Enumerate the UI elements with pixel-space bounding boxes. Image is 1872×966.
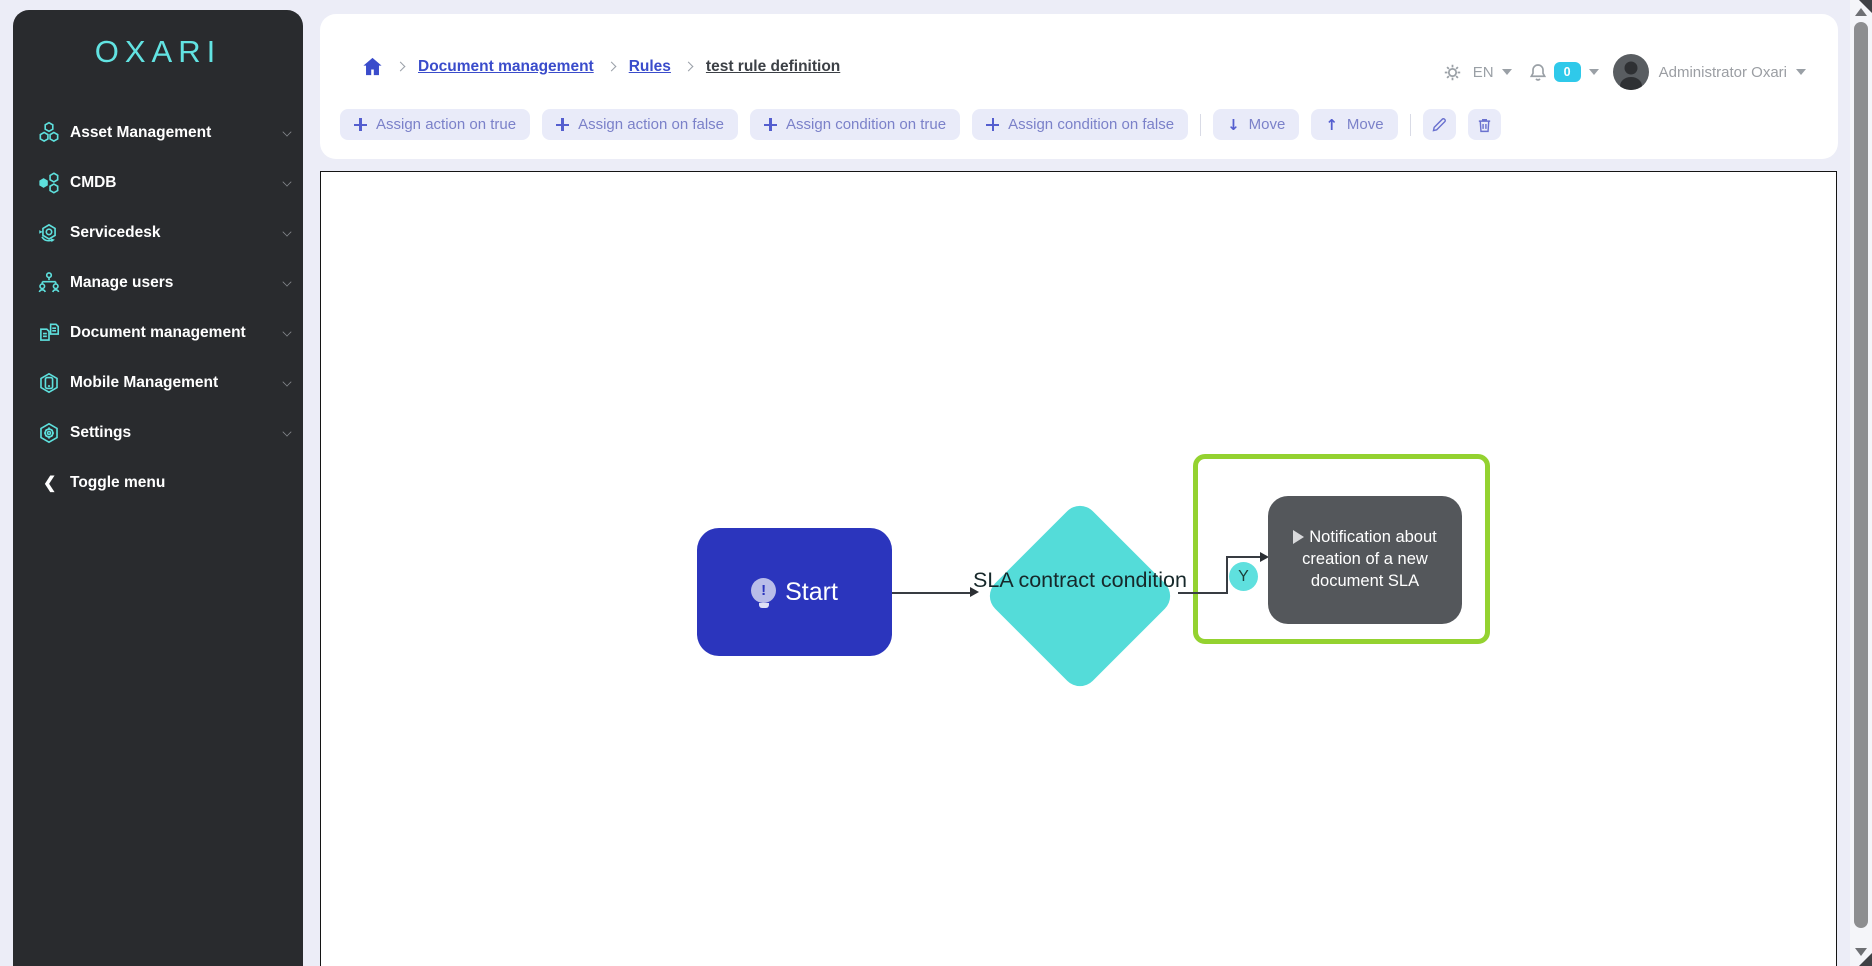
connector-condition-to-action	[1226, 556, 1262, 558]
chevron-down-icon	[282, 326, 292, 337]
action-node-label: Notification about creation of a new doc…	[1302, 528, 1437, 590]
topbar: Document management Rules test rule defi…	[320, 14, 1838, 159]
breadcrumb-separator-icon	[395, 61, 406, 72]
connector-start-to-condition	[892, 592, 971, 594]
user-name[interactable]: Administrator Oxari	[1658, 63, 1787, 81]
sidebar-item-label: CMDB	[70, 174, 117, 191]
cmdb-icon	[35, 169, 63, 197]
sidebar-item-cmdb[interactable]: CMDB	[13, 158, 303, 208]
userbar: EN 0 Administrator Oxari	[1442, 52, 1806, 92]
action-node-selected[interactable]: Notification about creation of a new doc…	[1268, 496, 1462, 624]
branch-true-label[interactable]: Y	[1229, 562, 1258, 591]
scroll-down-icon[interactable]	[1855, 948, 1867, 956]
condition-node[interactable]	[982, 498, 1178, 694]
rule-toolbar: Assign action on true Assign action on f…	[340, 109, 1501, 140]
assign-condition-on-true-button[interactable]: Assign condition on true	[750, 109, 961, 140]
assign-condition-on-false-button[interactable]: Assign condition on false	[972, 109, 1189, 140]
connector-condition-to-action	[1226, 557, 1228, 594]
caret-down-icon[interactable]	[1588, 69, 1599, 75]
button-label: Assign condition on true	[786, 116, 947, 133]
arrow-up-icon: ↑	[1325, 115, 1338, 134]
bulb-icon: !	[751, 577, 777, 608]
window-corner	[1859, 0, 1872, 13]
arrow-down-icon: ↓	[1227, 115, 1240, 134]
breadcrumb-link-document-management[interactable]: Document management	[418, 57, 594, 75]
scrollbar-thumb[interactable]	[1854, 22, 1868, 928]
sidebar-item-servicedesk[interactable]: Servicedesk	[13, 208, 303, 258]
sidebar-nav: Asset Management CMDB	[13, 108, 303, 508]
start-node[interactable]: ! Start	[697, 528, 892, 656]
assign-action-on-false-button[interactable]: Assign action on false	[542, 109, 739, 140]
button-label: Assign condition on false	[1008, 116, 1175, 133]
gear-icon[interactable]	[1442, 62, 1463, 83]
oxari-logo: OXARI	[94, 34, 222, 69]
breadcrumb-separator-icon	[683, 61, 694, 72]
button-label: Move	[1248, 116, 1286, 133]
language-selector[interactable]: EN	[1472, 63, 1494, 81]
chevron-down-icon	[282, 426, 292, 437]
sidebar-item-mobile-management[interactable]: Mobile Management	[13, 358, 303, 408]
sidebar-item-label: Manage users	[70, 274, 174, 291]
move-up-button[interactable]: ↑ Move	[1311, 109, 1398, 140]
assign-action-on-true-button[interactable]: Assign action on true	[340, 109, 531, 140]
delete-button[interactable]	[1467, 109, 1501, 140]
sidebar-item-label: Asset Management	[70, 124, 212, 141]
servicedesk-icon	[35, 219, 63, 247]
sidebar-item-asset-management[interactable]: Asset Management	[13, 108, 303, 158]
plus-icon	[354, 118, 367, 131]
button-label: Assign action on true	[376, 116, 517, 133]
toolbar-divider	[1200, 113, 1202, 136]
manage-users-icon	[35, 269, 63, 297]
window-corner	[1859, 953, 1872, 966]
breadcrumb-separator-icon	[606, 61, 617, 72]
button-label: Move	[1346, 116, 1384, 133]
mobile-management-icon	[35, 369, 63, 397]
vertical-scrollbar[interactable]	[1850, 0, 1872, 966]
chevron-down-icon	[282, 126, 292, 137]
sidebar-item-label: Document management	[70, 324, 246, 341]
plus-icon	[986, 118, 1000, 131]
play-icon	[1293, 530, 1305, 545]
asset-management-icon	[35, 119, 63, 147]
avatar[interactable]	[1612, 54, 1649, 90]
arrowhead-icon	[1260, 552, 1269, 562]
chevron-left-icon: ❮	[43, 475, 57, 492]
sidebar-item-label: Settings	[70, 424, 132, 441]
breadcrumb: Document management Rules test rule defi…	[362, 57, 840, 76]
chevron-down-icon	[282, 176, 292, 187]
caret-down-icon[interactable]	[1501, 69, 1512, 75]
settings-icon	[35, 419, 63, 447]
chevron-down-icon	[282, 226, 292, 237]
edit-button[interactable]	[1422, 109, 1456, 140]
breadcrumb-link-rules[interactable]: Rules	[628, 57, 671, 75]
chevron-down-icon	[282, 276, 292, 287]
sidebar-item-label: Mobile Management	[70, 374, 219, 391]
sidebar-item-document-management[interactable]: Document management	[13, 308, 303, 358]
move-down-button[interactable]: ↓ Move	[1213, 109, 1300, 140]
sidebar: OXARI Asset Management	[13, 10, 303, 966]
document-management-icon	[35, 319, 63, 347]
start-node-label: Start	[785, 577, 838, 606]
pencil-icon	[1431, 116, 1448, 133]
notification-count-badge: 0	[1553, 62, 1581, 82]
arrowhead-icon	[970, 587, 979, 597]
chevron-down-icon	[282, 376, 292, 387]
plus-icon	[556, 118, 570, 131]
toggle-menu-label: Toggle menu	[70, 474, 166, 491]
sidebar-item-label: Servicedesk	[70, 224, 161, 241]
connector-condition-to-action	[1178, 592, 1228, 594]
rule-diagram-canvas[interactable]: ! Start SLA contract condition Y Notific…	[320, 171, 1837, 966]
breadcrumb-current-page: test rule definition	[705, 57, 841, 75]
caret-down-icon[interactable]	[1796, 69, 1806, 75]
bell-icon[interactable]	[1528, 62, 1548, 83]
sidebar-item-settings[interactable]: Settings	[13, 408, 303, 458]
toggle-menu-button[interactable]: ❮ Toggle menu	[13, 458, 303, 508]
plus-icon	[764, 118, 778, 131]
home-icon[interactable]	[362, 57, 383, 76]
trash-icon	[1476, 116, 1493, 134]
sidebar-item-manage-users[interactable]: Manage users	[13, 258, 303, 308]
button-label: Assign action on false	[578, 116, 725, 133]
toolbar-divider	[1409, 113, 1411, 136]
